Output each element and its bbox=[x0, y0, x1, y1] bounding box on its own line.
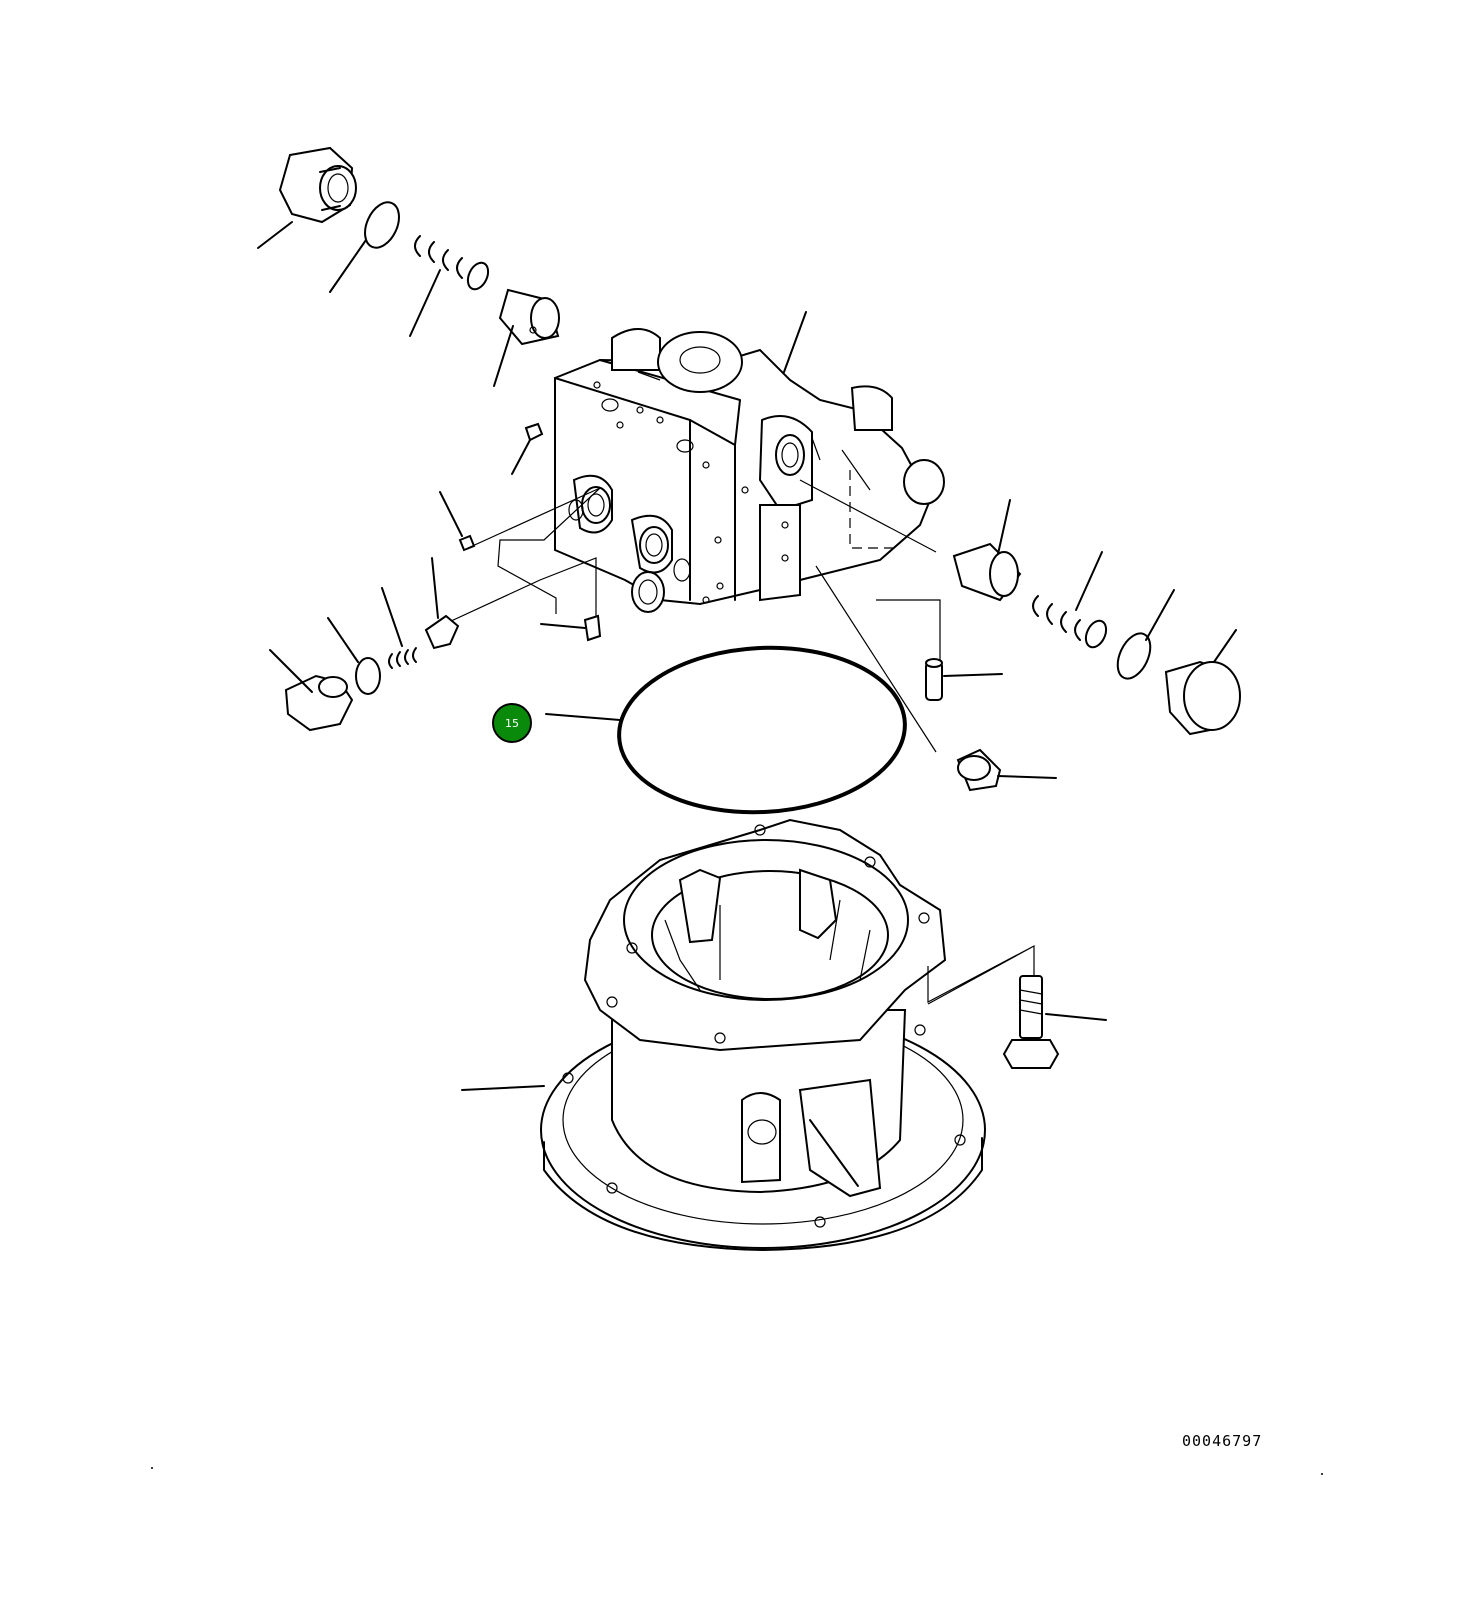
valve-body[interactable] bbox=[554, 328, 945, 613]
leader-line bbox=[1145, 589, 1175, 641]
valve-spool-upper[interactable] bbox=[498, 288, 560, 346]
leader-line bbox=[783, 311, 807, 373]
leader-line bbox=[511, 439, 531, 475]
leader-line bbox=[1213, 629, 1237, 663]
leader-line bbox=[1045, 1013, 1107, 1021]
leader-line bbox=[1075, 551, 1103, 611]
leader-line bbox=[439, 491, 463, 537]
leader-line bbox=[461, 1085, 545, 1091]
dowel-pin[interactable] bbox=[925, 658, 943, 701]
callout-15[interactable]: 15 bbox=[492, 703, 532, 743]
assembly-guide-lines-bolt bbox=[927, 944, 1035, 1005]
leader-line bbox=[997, 499, 1011, 555]
leader-line bbox=[257, 221, 293, 249]
plug-lower-left[interactable] bbox=[284, 674, 354, 732]
leader-line bbox=[327, 617, 359, 663]
plug-small-lower[interactable] bbox=[583, 614, 602, 642]
valve-spool-right[interactable] bbox=[952, 542, 1022, 602]
leader-line bbox=[997, 775, 1057, 779]
leader-line bbox=[329, 239, 367, 293]
corner-speck bbox=[151, 1467, 153, 1469]
mounting-bolt[interactable] bbox=[1002, 975, 1060, 1069]
plug-right[interactable] bbox=[1164, 660, 1241, 736]
leader-line bbox=[540, 623, 586, 629]
leader-line bbox=[409, 269, 441, 337]
o-ring-upper-left[interactable] bbox=[358, 197, 405, 253]
o-ring-right[interactable] bbox=[1111, 628, 1157, 683]
plug-small-upper[interactable] bbox=[524, 422, 544, 442]
assembly-guide-lines bbox=[435, 479, 941, 753]
plug-small-mid[interactable] bbox=[458, 534, 476, 552]
leader-line bbox=[431, 557, 439, 619]
plug-upper-left[interactable] bbox=[278, 146, 357, 224]
bushing[interactable] bbox=[956, 748, 1002, 792]
check-valve-left[interactable] bbox=[424, 614, 460, 650]
o-ring-lower-left[interactable] bbox=[355, 657, 381, 695]
drawing-number: 00046797 bbox=[1182, 1432, 1263, 1450]
spring-right[interactable] bbox=[1032, 595, 1110, 650]
leader-line bbox=[943, 673, 1003, 677]
callout-leader bbox=[545, 713, 621, 721]
o-ring-large[interactable] bbox=[615, 641, 909, 820]
spring-lower-left[interactable] bbox=[388, 647, 417, 669]
leader-line bbox=[493, 325, 514, 387]
spring-upper-left[interactable] bbox=[414, 235, 492, 292]
leader-line bbox=[269, 649, 313, 693]
callout-15-label: 15 bbox=[505, 717, 519, 730]
leader-line bbox=[381, 587, 403, 647]
motor-housing[interactable] bbox=[540, 818, 986, 1251]
corner-speck bbox=[1321, 1473, 1323, 1475]
